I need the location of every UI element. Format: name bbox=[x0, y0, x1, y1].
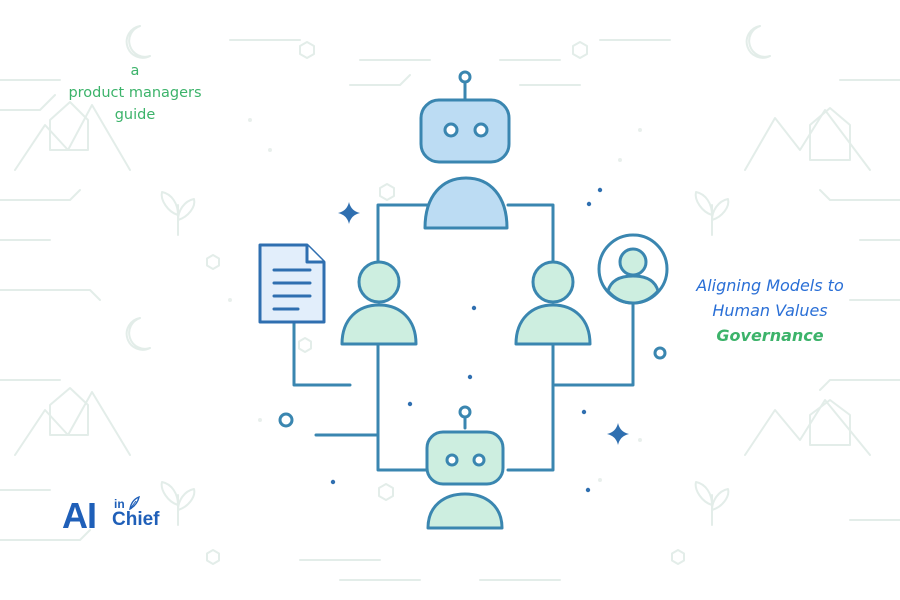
hexagon-icon bbox=[379, 183, 395, 201]
tagline: a product managers guide bbox=[40, 60, 230, 126]
title-line-2: Human Values bbox=[712, 301, 828, 320]
connector-lines bbox=[292, 80, 635, 472]
logo: AI in Chief bbox=[62, 496, 162, 540]
mountain-icon bbox=[744, 109, 871, 171]
tagline-line-1: a bbox=[130, 63, 140, 79]
title-accent: Governance bbox=[716, 326, 824, 345]
logo-main: AI bbox=[62, 495, 97, 536]
tagline-line-3: guide bbox=[114, 107, 156, 123]
moon-icon bbox=[125, 25, 151, 59]
sparkle-icon bbox=[607, 423, 629, 445]
robot-icon bbox=[425, 405, 505, 530]
sparkle-icon bbox=[338, 202, 360, 224]
hexagon-icon bbox=[299, 41, 315, 59]
user-circle-icon bbox=[597, 233, 669, 305]
hexagon-icon bbox=[572, 41, 588, 59]
title-line-1: Aligning Models to bbox=[696, 276, 844, 295]
sprout-icon bbox=[160, 481, 196, 526]
dot-decoration bbox=[330, 187, 603, 493]
hexagon-icon bbox=[206, 254, 220, 270]
logo-small: in bbox=[114, 497, 125, 511]
moon-icon bbox=[745, 25, 771, 59]
hexagon-icon bbox=[671, 549, 685, 565]
title-block: Aligning Models to Human Values Governan… bbox=[660, 273, 880, 348]
sprout-icon bbox=[694, 191, 730, 236]
ring-decoration bbox=[653, 346, 667, 360]
hexagon-icon bbox=[378, 483, 394, 501]
hexagon-icon bbox=[298, 337, 312, 353]
document-icon bbox=[258, 243, 326, 324]
logo-sub: Chief bbox=[112, 509, 160, 530]
sprout-icon bbox=[160, 191, 196, 236]
ring-decoration bbox=[278, 412, 294, 428]
robot-icon bbox=[419, 70, 511, 230]
person-icon bbox=[340, 260, 418, 346]
sprout-icon bbox=[694, 481, 730, 526]
tagline-line-2: product managers bbox=[68, 85, 202, 101]
mountain-icon bbox=[744, 399, 871, 456]
moon-icon bbox=[125, 317, 151, 351]
person-icon bbox=[514, 260, 592, 346]
hexagon-icon bbox=[206, 549, 220, 565]
feather-icon bbox=[129, 496, 140, 510]
